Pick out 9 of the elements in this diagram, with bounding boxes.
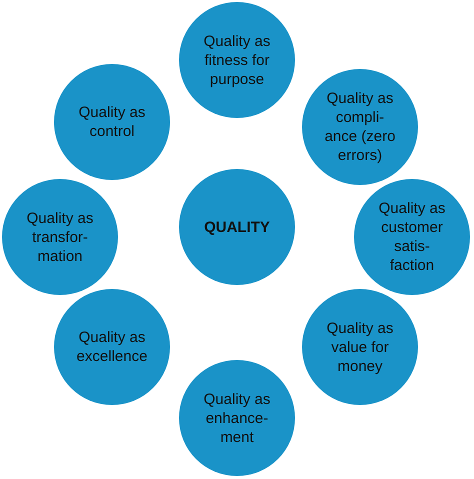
circle-label: QUALITY xyxy=(203,218,271,236)
circle-label: Quality as enhance- ment xyxy=(202,390,272,446)
circle-label: Quality as excellence xyxy=(76,328,148,366)
circle-label: Quality as compli- ance (zero errors) xyxy=(324,89,396,165)
circle-label: Quality as value for money xyxy=(326,318,394,376)
circle-label: Quality as control xyxy=(78,103,146,141)
circle-label: Quality as customer satis- faction xyxy=(378,199,446,275)
circle-label: Quality as transfor- mation xyxy=(26,208,94,266)
circle-label: Quality as fitness for purpose xyxy=(202,32,272,88)
